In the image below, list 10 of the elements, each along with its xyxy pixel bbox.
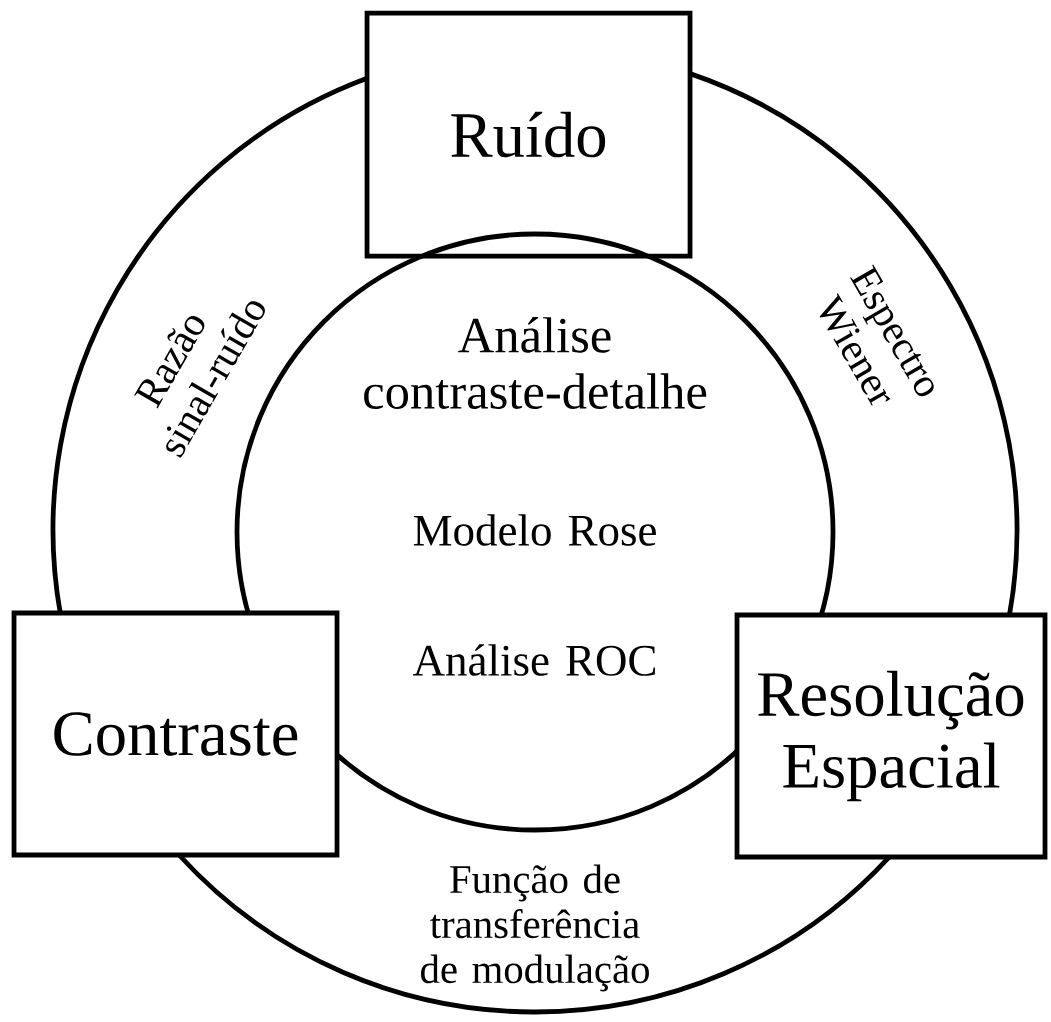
circle-text: Análise ROC xyxy=(413,644,655,676)
text-box: Resolução Espacial xyxy=(734,612,1048,860)
connector-arc xyxy=(689,71,1019,616)
circle-text: Modelo Rose xyxy=(413,514,656,546)
text-box: Ruído xyxy=(364,10,693,259)
connector-arc xyxy=(51,76,368,614)
connector-arc xyxy=(177,853,891,1015)
edge-label: Função de transferência de modulação xyxy=(421,864,649,992)
text-box: Contraste xyxy=(11,610,340,858)
circle-text: Análise contraste-detalhe xyxy=(364,317,707,409)
